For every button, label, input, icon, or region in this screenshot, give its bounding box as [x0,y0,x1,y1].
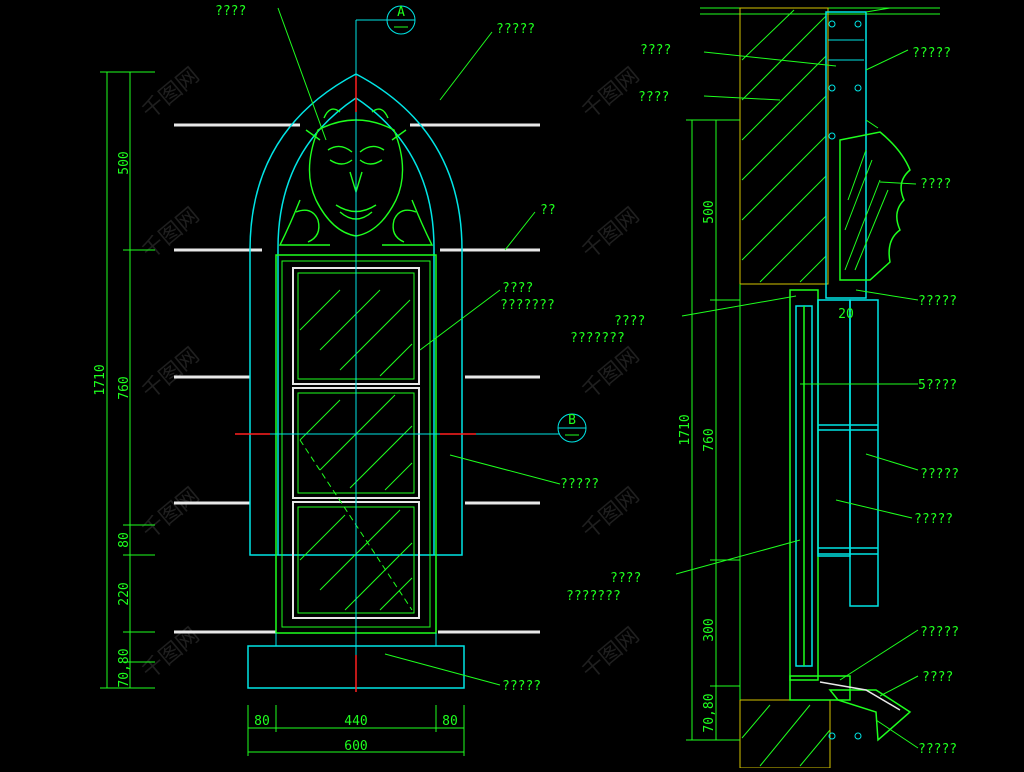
callout-letter: A [397,5,405,20]
window-frame-section [789,289,879,701]
dim-300: 300 [702,618,717,641]
dim-220: 220 [117,582,132,605]
section-label: ??????? [570,331,625,346]
facing-anchors [828,20,864,740]
section-label: ???? [922,670,953,685]
ornament-profile [839,131,911,281]
label-glass-detail: ??????? [500,298,555,313]
section-label: ????? [912,46,951,61]
dim-600: 600 [344,739,367,754]
label-ornament: ???? [215,4,246,19]
label-frame: ????? [560,477,599,492]
section-label: ????? [918,294,957,309]
sill-section [828,689,912,742]
watermark: 千图网 [138,483,205,545]
elevation-vertical-dimension [100,71,155,689]
watermark: 千图网 [578,483,645,545]
watermark: 千图网 [578,623,645,685]
section-label: ???? [640,43,671,58]
section-label: ???? [610,571,641,586]
dim-total-1710: 1710 [678,414,693,445]
dim-500: 500 [117,151,132,174]
watermark: 千图网 [138,203,205,265]
section-label: ??????? [566,589,621,604]
section-callout-a: A [356,5,416,35]
dim-80: 80 [117,532,132,548]
section-label: ????? [918,742,957,757]
elevation-bottom-dimension [247,705,465,756]
section-label: ????? [920,467,959,482]
label-arch: ?? [540,203,556,218]
section-label: ???? [920,177,951,192]
callout-letter: B [568,413,576,428]
watermark: 千图网 [138,343,205,405]
wall-section-upper [739,7,829,285]
section-label: ????? [920,625,959,640]
section-vertical-dimension [686,119,740,741]
dim-total-1710: 1710 [93,364,108,395]
section-label: 5???? [918,378,957,393]
dim-20: 20 [838,307,854,322]
window-elevation: A B ???? ????? ?? ???? ??????? ????? ???… [93,4,599,756]
dim-760: 760 [117,376,132,399]
dim-70-80: 70,80 [117,648,132,687]
elevation-course-lines [174,123,540,634]
section-label: ???? [638,90,669,105]
dim-80-right: 80 [442,714,458,729]
section-label: ???? [614,314,645,329]
watermark: 千图网 [578,203,645,265]
section-leaders [675,49,919,749]
dim-500: 500 [702,200,717,223]
wall-hatch [741,9,831,767]
label-top-right: ????? [496,22,535,37]
elevation-leaders [277,7,561,686]
section-label: ????? [914,512,953,527]
dim-440: 440 [344,714,367,729]
dim-760: 760 [702,428,717,451]
watermark: 千图网 [578,343,645,405]
label-glass: ???? [502,281,533,296]
section-callout-b: B [557,413,587,443]
dim-70-80: 70,80 [702,693,717,732]
watermark: 千图网 [578,63,645,125]
dim-80-left: 80 [254,714,270,729]
label-sill: ????? [502,679,541,694]
stone-facing [825,11,867,299]
window-section: 500 760 300 70,80 1710 20 ???? ???? ????… [566,7,959,769]
